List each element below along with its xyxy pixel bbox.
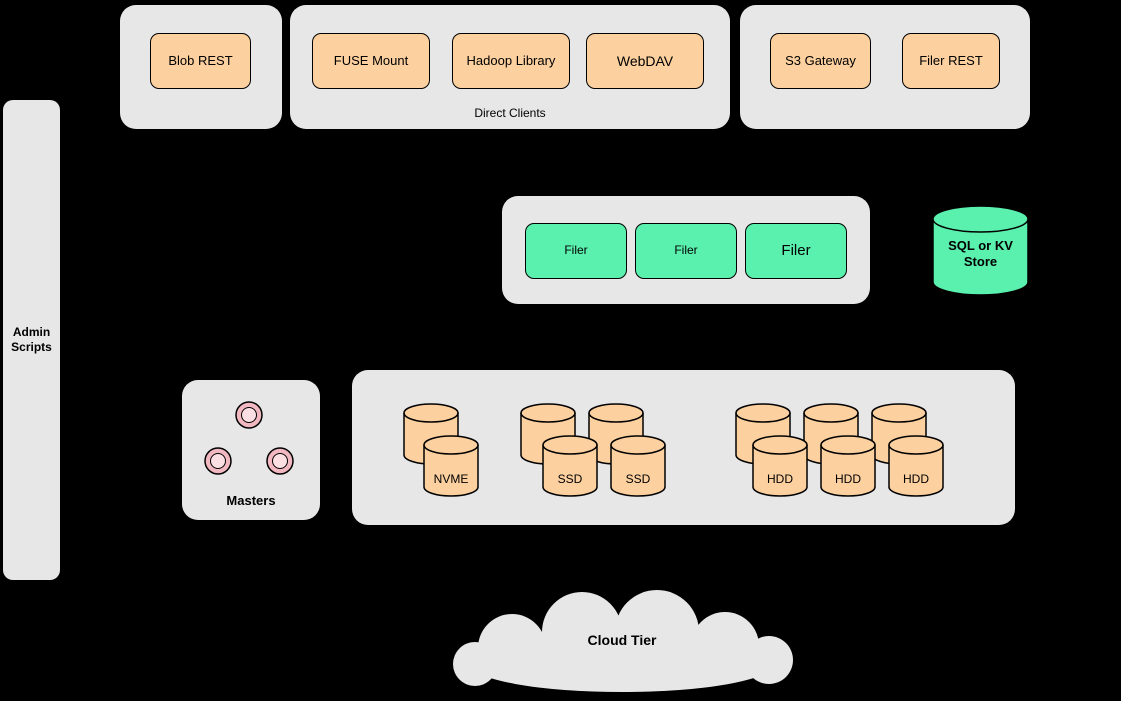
ssd-label: SSD: [625, 472, 651, 486]
master-node-circle: [204, 447, 232, 475]
cloud-tier-shape: Cloud Tier: [437, 588, 807, 693]
hadoop-library-node: Hadoop Library: [452, 33, 570, 89]
master-nodes: [204, 401, 294, 475]
ssd-cylinder: SSD: [610, 435, 666, 497]
blob-rest-node: Blob REST: [150, 33, 251, 89]
masters-group: Masters: [182, 380, 320, 520]
masters-label: Masters: [226, 493, 276, 508]
ssd-label: SSD: [557, 472, 583, 486]
nvme-label: NVME: [433, 472, 469, 486]
s3-gateway-node: S3 Gateway: [770, 33, 871, 89]
admin-scripts-panel: Admin Scripts: [3, 100, 60, 580]
filer-node: Filer: [525, 223, 627, 279]
filer-group: Filer Filer Filer: [502, 196, 870, 304]
master-node-circle: [235, 401, 263, 429]
hdd-cylinder: HDD: [888, 435, 944, 497]
filer-rest-node: Filer REST: [902, 33, 1000, 89]
hdd-cylinder: HDD: [820, 435, 876, 497]
blob-client-group: Blob REST: [120, 5, 282, 129]
nvme-cylinder: NVME: [423, 435, 479, 497]
hdd-label: HDD: [903, 472, 929, 486]
database-cylinder-icon: [932, 205, 1029, 296]
cloud-tier-label: Cloud Tier: [587, 632, 657, 648]
webdav-node: WebDAV: [586, 33, 704, 89]
ssd-cylinder: SSD: [542, 435, 598, 497]
hdd-cylinder: HDD: [752, 435, 808, 497]
cloud-icon: [453, 590, 793, 692]
volume-servers-group: NVME SSD SSD HDD HDD HDD: [352, 370, 1015, 525]
hdd-label: HDD: [835, 472, 861, 486]
sql-kv-store-label: SQL or KV Store: [948, 238, 1013, 270]
master-node-circle: [266, 447, 294, 475]
admin-scripts-label: Admin Scripts: [11, 325, 52, 354]
direct-clients-group: FUSE Mount Hadoop Library WebDAV Direct …: [290, 5, 730, 129]
filer-node: Filer: [745, 223, 847, 279]
filer-node: Filer: [635, 223, 737, 279]
gateway-group: S3 Gateway Filer REST: [740, 5, 1030, 129]
hdd-label: HDD: [767, 472, 793, 486]
fuse-mount-node: FUSE Mount: [312, 33, 430, 89]
sql-kv-store-cylinder: SQL or KV Store: [932, 205, 1029, 296]
direct-clients-caption: Direct Clients: [474, 106, 546, 120]
